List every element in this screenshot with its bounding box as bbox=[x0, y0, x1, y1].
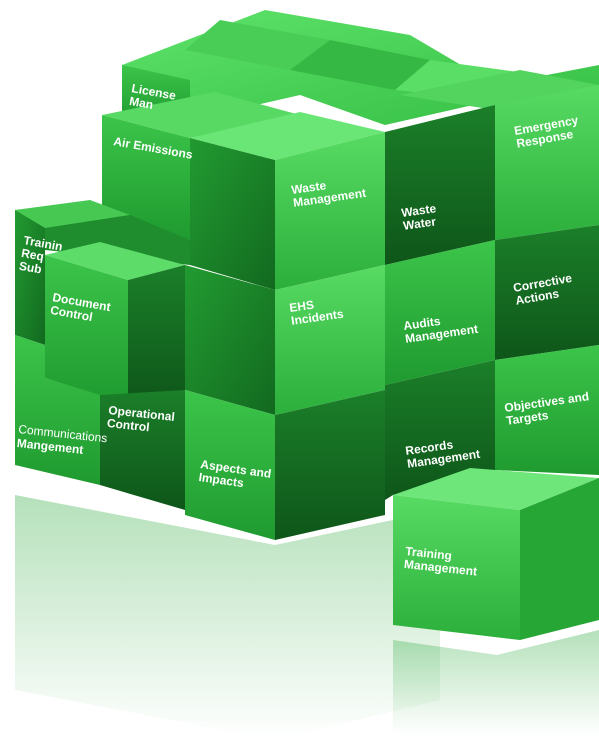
corrective-actions-cube-front bbox=[495, 225, 599, 360]
objectives-targets-cube-front bbox=[495, 345, 599, 475]
operational-control-cube-front bbox=[100, 390, 185, 510]
communications-label: Communications Mangement bbox=[16, 420, 112, 460]
top-face-tile-b bbox=[290, 40, 430, 90]
records-management-cube-front bbox=[385, 360, 495, 500]
waste-management-cube-side bbox=[190, 138, 275, 290]
audits-management-cube-front bbox=[385, 240, 495, 385]
waste-management-cube-front bbox=[275, 132, 385, 290]
training-management-cube-front bbox=[393, 495, 520, 640]
small-cube-reflection bbox=[393, 630, 599, 736]
bottom-center-cube-front bbox=[275, 390, 385, 540]
emergency-cube-top bbox=[400, 70, 599, 110]
document-control-cube-top bbox=[45, 242, 185, 280]
training-management-cube-top bbox=[393, 468, 599, 510]
emergency-cube-front bbox=[495, 85, 599, 240]
waste-management-cube-top bbox=[190, 112, 385, 160]
training-management-cube-side bbox=[520, 478, 599, 640]
air-emissions-cube-front bbox=[102, 115, 190, 240]
waste-water-cube-front bbox=[385, 105, 495, 265]
training-req-cube-front bbox=[15, 210, 45, 345]
air-emissions-cube-top bbox=[102, 92, 300, 138]
ehs-incidents-cube-front bbox=[275, 265, 385, 415]
training-req-label: Trainin Req Sub bbox=[18, 233, 67, 280]
license-label: License Man bbox=[128, 81, 180, 116]
document-control-cube-side bbox=[128, 265, 185, 405]
communications-cube-front bbox=[15, 335, 100, 485]
cube-reflection bbox=[15, 495, 440, 736]
operational-control-label: Operational Control bbox=[106, 403, 178, 437]
document-control-cube-front bbox=[45, 255, 128, 405]
ehs-incidents-cube-side bbox=[185, 265, 275, 415]
top-face-tile-a bbox=[185, 20, 330, 70]
training-req-cube-top bbox=[15, 200, 130, 230]
aspects-impacts-cube-front bbox=[185, 390, 275, 540]
waste-water-label: Waste Water bbox=[400, 201, 442, 233]
